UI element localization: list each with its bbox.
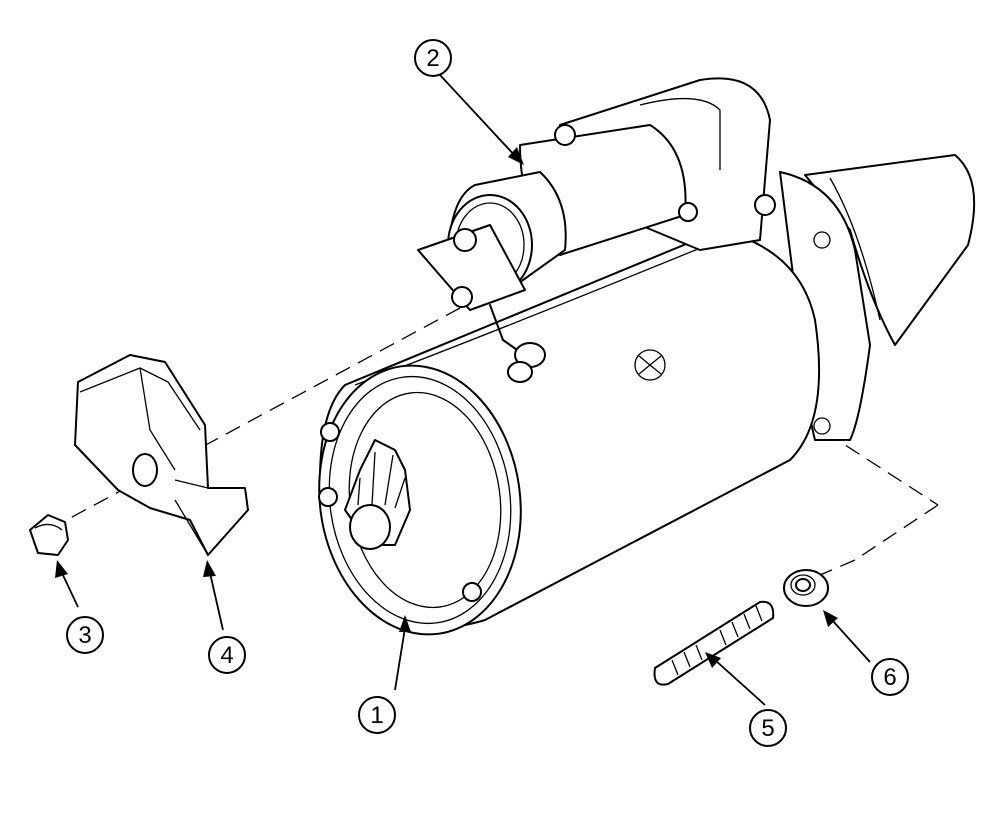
solenoid: [417, 77, 776, 383]
callout-1: 1: [358, 696, 396, 734]
callout-4: 4: [208, 636, 246, 674]
callout-5: 5: [749, 709, 787, 747]
alignment-dashed-lines: [47, 307, 939, 576]
cap-nut: [29, 514, 69, 556]
flange-nut: [783, 569, 829, 607]
svg-text:5: 5: [761, 715, 774, 742]
drive-end-housing: [779, 154, 976, 441]
callout-3: 3: [66, 616, 104, 654]
callout-2: 2: [414, 39, 452, 77]
terminal-cover: [74, 354, 249, 556]
svg-text:6: 6: [883, 664, 896, 691]
callout-leaders: [55, 74, 871, 706]
svg-text:4: 4: [220, 642, 233, 669]
svg-text:3: 3: [78, 622, 91, 649]
stud: [653, 600, 775, 686]
svg-text:2: 2: [426, 45, 439, 72]
starter-motor-body: [318, 229, 821, 636]
svg-text:1: 1: [370, 702, 383, 729]
callout-6: 6: [871, 658, 909, 696]
